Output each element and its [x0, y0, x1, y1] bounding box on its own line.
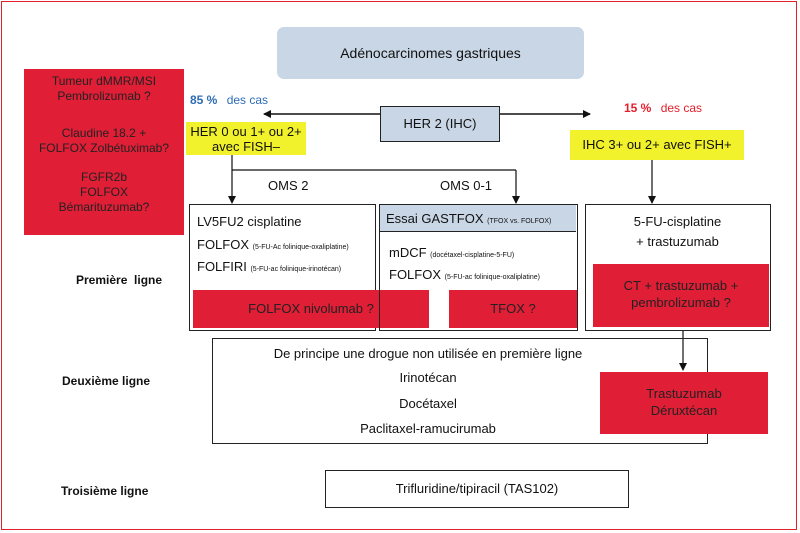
folfox2-name: FOLFOX	[389, 267, 442, 282]
pembrolizumab-box: CT + trastuzumab + pembrolizumab ?	[593, 264, 769, 327]
pembro-line1: CT + trastuzumab +	[623, 278, 739, 293]
trastuzumab-line: + trastuzumab	[636, 234, 719, 249]
her2-box: HER 2 (IHC)	[380, 106, 500, 142]
oms01-label: OMS 0-1	[440, 178, 493, 193]
lv5fu2-line: LV5FU2 cisplatine	[197, 214, 302, 229]
left-percentage: 85 % des cas	[190, 93, 268, 107]
oms2-treatment-box: LV5FU2 cisplatine FOLFOX (5-FU-Ac folini…	[189, 204, 376, 331]
second-line-box: De principe une drogue non utilisée en p…	[212, 338, 708, 444]
right-pct-value: 15 %	[624, 101, 652, 115]
right-pct-suffix: des cas	[660, 101, 703, 115]
third-line-box: Trifluridine/tipiracil (TAS102)	[325, 470, 629, 508]
oms2-label: OMS 2	[268, 178, 309, 193]
deruxtecan-box: Trastuzumab Déruxtécan	[600, 372, 768, 434]
title-text: Adénocarcinomes gastriques	[340, 45, 521, 61]
tfox-box: TFOX ?	[449, 290, 577, 328]
her2-negative-line2: avec FISH–	[212, 139, 280, 154]
folfox2-detail: (5-FU-ac folinique-oxaliplatine)	[444, 274, 540, 281]
fgfr-line1: FGFR2b	[80, 170, 127, 184]
deruxtecan-line1: Trastuzumab	[646, 386, 722, 401]
tfox-text: TFOX ?	[490, 301, 536, 316]
folfox2-line: FOLFOX (5-FU-ac folinique-oxaliplatine)	[389, 267, 540, 282]
pembro-line2: pembrolizumab ?	[631, 295, 731, 310]
right-percentage: 15 % des cas	[624, 101, 702, 115]
fgfr-line3: Bémarituzumab?	[58, 200, 150, 214]
dmmr-line2: Pembrolizumab ?	[57, 89, 151, 103]
claudine-line2: FOLFOX Zolbétuximab?	[38, 141, 170, 155]
her2-negative-box: HER 0 ou 1+ ou 2+ avec FISH–	[186, 122, 306, 155]
docetaxel-line: Docétaxel	[399, 396, 457, 411]
cisplatine-line: 5-FU-cisplatine	[633, 214, 722, 229]
folfiri-detail: (5-FU-ac folinique-irinotécan)	[250, 266, 342, 273]
dmmr-line1: Tumeur dMMR/MSI	[51, 74, 157, 88]
her2-positive-text: IHC 3+ ou 2+ avec FISH+	[582, 137, 732, 152]
principle-line: De principe une drogue non utilisée en p…	[273, 346, 583, 361]
third-line-label: Troisième ligne	[61, 484, 149, 498]
folfox-name: FOLFOX	[197, 237, 250, 252]
gastfox-detail: (TFOX vs. FOLFOX)	[487, 218, 552, 225]
her2-text: HER 2 (IHC)	[403, 116, 477, 131]
left-red-box: Tumeur dMMR/MSI Pembrolizumab ? Claudine…	[24, 69, 184, 235]
folfox-nivolumab-text: FOLFOX nivolumab ?	[248, 301, 374, 316]
gastfox-title: Essai GASTFOX (TFOX vs. FOLFOX)	[386, 211, 551, 226]
her2-positive-box: IHC 3+ ou 2+ avec FISH+	[570, 130, 744, 160]
folfox-nivolumab-box: FOLFOX nivolumab ?	[193, 290, 429, 328]
paclitaxel-line: Paclitaxel-ramucirumab	[360, 421, 496, 436]
title-box: Adénocarcinomes gastriques	[277, 27, 584, 79]
oms01-treatment-box: Essai GASTFOX (TFOX vs. FOLFOX) mDCF (do…	[379, 204, 578, 331]
mdcf-detail: (docétaxel-cisplatine-5-FU)	[430, 252, 515, 259]
gastfox-name: Essai GASTFOX	[386, 211, 484, 226]
left-pct-suffix: des cas	[226, 93, 269, 107]
tas102-text: Trifluridine/tipiracil (TAS102)	[395, 481, 559, 496]
second-line-label: Deuxième ligne	[62, 374, 151, 388]
deruxtecan-line2: Déruxtécan	[650, 403, 718, 418]
claudine-line1: Claudine 18.2 +	[61, 126, 147, 140]
her2-negative-line1: HER 0 ou 1+ ou 2+	[190, 124, 302, 139]
folfiri-line: FOLFIRI (5-FU-ac folinique-irinotécan)	[197, 259, 341, 274]
folfiri-name: FOLFIRI	[197, 259, 247, 274]
folfox-detail: (5-FU-Ac folinique-oxaliplatine)	[252, 244, 349, 251]
left-pct-value: 85 %	[190, 93, 218, 107]
her2pos-treatment-box: 5-FU-cisplatine + trastuzumab	[585, 204, 771, 331]
folfox-line: FOLFOX (5-FU-Ac folinique-oxaliplatine)	[197, 237, 349, 252]
mdcf-name: mDCF	[389, 245, 427, 260]
mdcf-line: mDCF (docétaxel-cisplatine-5-FU)	[389, 245, 514, 260]
fgfr-line2: FOLFOX	[79, 185, 128, 199]
gastfox-header: Essai GASTFOX (TFOX vs. FOLFOX)	[380, 205, 576, 232]
irinotecan-line: Irinotécan	[399, 370, 457, 385]
first-line-label: Première ligne	[76, 273, 163, 287]
